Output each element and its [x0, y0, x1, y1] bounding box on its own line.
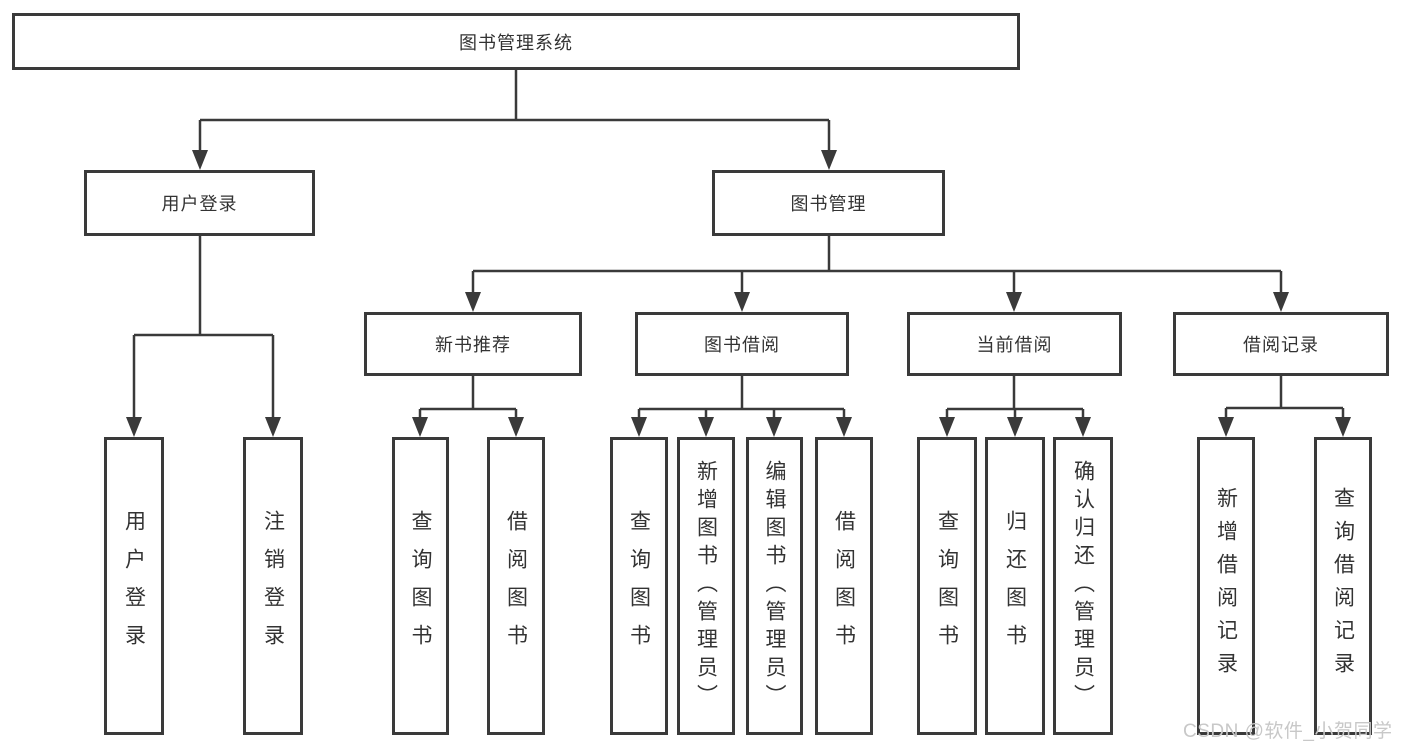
node-label: 图书管理系统: [459, 32, 573, 53]
arrowhead-icon: [698, 417, 714, 437]
node-label: 图书借阅: [704, 335, 780, 355]
arrowhead-icon: [192, 150, 208, 170]
leaf-query-borrow-record: 查询借阅记录: [1314, 437, 1372, 735]
arrowhead-icon: [508, 417, 524, 437]
arrowhead-icon: [734, 292, 750, 312]
leaf-confirm-return-admin: 确认归还（管理员）: [1053, 437, 1113, 735]
leaf-borrow-books-2: 借阅图书: [815, 437, 873, 735]
node-label: 用户登录: [161, 194, 238, 214]
csdn-watermark: CSDN @软件_小贺同学: [1183, 721, 1393, 742]
connector-user-login: [132, 236, 275, 417]
arrowhead-icon: [265, 417, 281, 437]
node-label: 图书管理: [790, 194, 867, 214]
node-label: 当前借阅: [976, 335, 1053, 355]
node-label: 用户登录: [122, 510, 146, 662]
node-label: 查询借阅记录: [1331, 487, 1355, 685]
node-label: 查询图书: [627, 510, 651, 662]
connector-book-borrow: [637, 376, 846, 417]
leaf-return-books: 归还图书: [985, 437, 1045, 735]
leaf-add-borrow-record: 新增借阅记录: [1197, 437, 1255, 735]
arrowhead-icon: [465, 292, 481, 312]
node-label: 查询图书: [409, 510, 432, 662]
node-book-management-branch: 图书管理: [712, 170, 945, 236]
node-current-borrow: 当前借阅: [907, 312, 1122, 376]
node-label: 新增借阅记录: [1214, 487, 1238, 685]
leaf-add-books-admin: 新增图书（管理员）: [677, 437, 735, 735]
node-label: 借阅记录: [1243, 335, 1319, 355]
node-user-login-branch: 用户登录: [84, 170, 315, 236]
leaf-query-books-1: 查询图书: [392, 437, 449, 735]
arrowhead-icon: [1273, 292, 1289, 312]
leaf-logout: 注销登录: [243, 437, 303, 735]
arrowhead-icon: [821, 150, 837, 170]
node-label: 归还图书: [1003, 510, 1027, 662]
connector-root: [198, 70, 831, 150]
node-label: 新书推荐: [435, 335, 511, 355]
node-borrow-records: 借阅记录: [1173, 312, 1389, 376]
leaf-query-books-3: 查询图书: [917, 437, 977, 735]
arrowhead-icon: [939, 417, 955, 437]
node-book-borrow: 图书借阅: [635, 312, 849, 376]
node-label: 确认归还（管理员）: [1071, 460, 1095, 712]
arrowhead-icon: [1006, 292, 1022, 312]
connector-current-borrow: [945, 376, 1085, 417]
leaf-query-books-2: 查询图书: [610, 437, 668, 735]
connector-new-books: [418, 376, 518, 417]
arrowhead-icon: [126, 417, 142, 437]
node-label: 借阅图书: [504, 510, 528, 662]
node-label: 借阅图书: [832, 510, 856, 662]
arrowhead-icon: [412, 417, 428, 437]
connector-book-management: [471, 236, 1283, 292]
arrowhead-icon: [836, 417, 852, 437]
arrowhead-icon: [1075, 417, 1091, 437]
arrowhead-icon: [1007, 417, 1023, 437]
arrowhead-icon: [1335, 417, 1351, 437]
connector-borrow-records: [1224, 376, 1345, 417]
node-label: 新增图书（管理员）: [694, 460, 718, 712]
node-root-system: 图书管理系统: [12, 13, 1020, 70]
arrowhead-icon: [1218, 417, 1234, 437]
leaf-edit-books-admin: 编辑图书（管理员）: [746, 437, 803, 735]
leaf-borrow-books-1: 借阅图书: [487, 437, 545, 735]
node-label: 编辑图书（管理员）: [763, 460, 786, 712]
arrowhead-icon: [631, 417, 647, 437]
arrowhead-icon: [766, 417, 782, 437]
node-new-books: 新书推荐: [364, 312, 582, 376]
node-label: 查询图书: [935, 510, 959, 662]
leaf-user-login: 用户登录: [104, 437, 164, 735]
node-label: 注销登录: [261, 510, 285, 662]
